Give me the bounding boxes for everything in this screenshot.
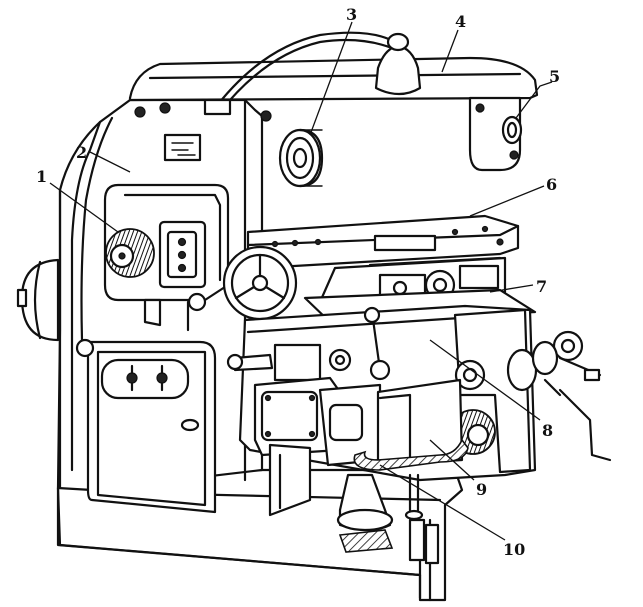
callout-4: 4 [455, 12, 466, 31]
spindle [278, 128, 324, 188]
callout-10: 10 [503, 540, 525, 559]
callout-2: 2 [76, 143, 87, 162]
spindle-speed-gearbox [103, 183, 230, 332]
callout-9: 9 [476, 480, 487, 499]
worktable [222, 214, 520, 321]
callout-leaders [49, 21, 553, 541]
callout-8: 8 [542, 421, 553, 440]
lift-screw [268, 443, 424, 532]
column-door [75, 338, 217, 514]
callout-7: 7 [536, 277, 547, 296]
callout-5: 5 [549, 67, 560, 86]
callout-6: 6 [546, 175, 557, 194]
callout-3: 3 [346, 5, 357, 24]
callout-labels: 1 2 3 4 5 6 7 8 9 10 [36, 5, 560, 559]
pull-rod [80, 116, 114, 342]
overarm [128, 31, 539, 172]
knee [226, 304, 612, 482]
callout-1: 1 [36, 167, 47, 186]
